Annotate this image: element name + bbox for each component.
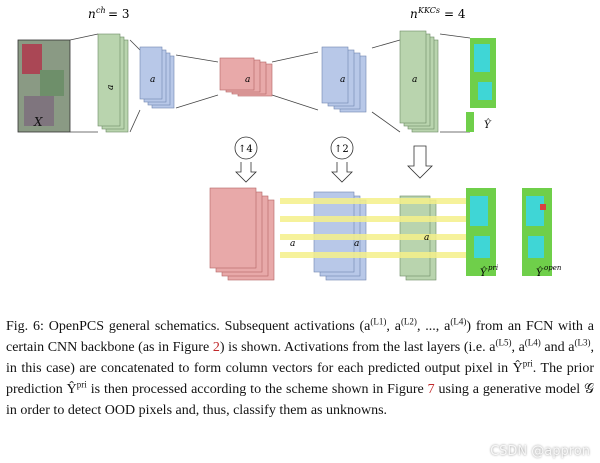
svg-text:open: open (544, 264, 562, 272)
watermark: CSDN @appron (490, 444, 590, 459)
upsample-arrow-4: ↑4 (234, 136, 258, 183)
svg-text:a: a (290, 239, 295, 249)
output-y-hat: Ŷ (466, 38, 496, 132)
figure-ref-link[interactable]: 2 (212, 340, 220, 355)
svg-text:= 3: = 3 (108, 7, 130, 21)
layer-L3: a (219, 57, 273, 97)
figure-label: Fig. 6: (6, 319, 44, 334)
svg-text:a: a (245, 75, 250, 85)
svg-text:Ŷ: Ŷ (536, 267, 544, 279)
svg-text:Ŷ: Ŷ (484, 119, 492, 131)
svg-text:a: a (412, 75, 417, 85)
output-y-open: Ŷ open (522, 188, 562, 279)
svg-text:pri: pri (488, 264, 498, 272)
n-ch-label: n ch = 3 (88, 6, 130, 21)
openpcs-schematic-figure: X n ch = 3 n KKCs = 4 a a (17, 6, 562, 281)
figure-caption: Fig. 6: OpenPCS general schematics. Subs… (6, 316, 594, 418)
layer-L4: a (321, 46, 367, 113)
svg-text:↑2: ↑2 (334, 144, 349, 155)
layer-L5: a (399, 30, 439, 133)
figure-ref-link[interactable]: 7 (427, 382, 435, 397)
svg-text:n: n (410, 7, 418, 21)
svg-text:KKCs: KKCs (417, 6, 440, 15)
svg-text:ch: ch (96, 6, 106, 15)
svg-text:= 4: = 4 (444, 7, 466, 21)
down-arrow (407, 145, 433, 179)
output-y-pri: Ŷ pri (466, 188, 498, 279)
caption-text-1: OpenPCS general schematics. Subsequent a… (43, 319, 371, 334)
svg-text:n: n (88, 7, 96, 21)
input-label: X (33, 115, 43, 129)
svg-text:a: a (340, 75, 345, 85)
svg-text:a: a (354, 239, 359, 249)
layer-L2: a (139, 46, 175, 109)
connection-lines (69, 33, 471, 133)
svg-text:a: a (424, 233, 429, 243)
upsample-arrow-2: ↑2 (330, 136, 354, 183)
concat-stack: a a a (209, 187, 466, 281)
input-image: X (17, 39, 71, 133)
n-kkcs-label: n KKCs = 4 (410, 6, 466, 21)
svg-text:a: a (150, 75, 155, 85)
svg-text:a: a (106, 85, 116, 90)
layer-L1: a (97, 33, 129, 133)
svg-text:Ŷ: Ŷ (480, 267, 488, 279)
svg-text:↑4: ↑4 (238, 144, 253, 155)
